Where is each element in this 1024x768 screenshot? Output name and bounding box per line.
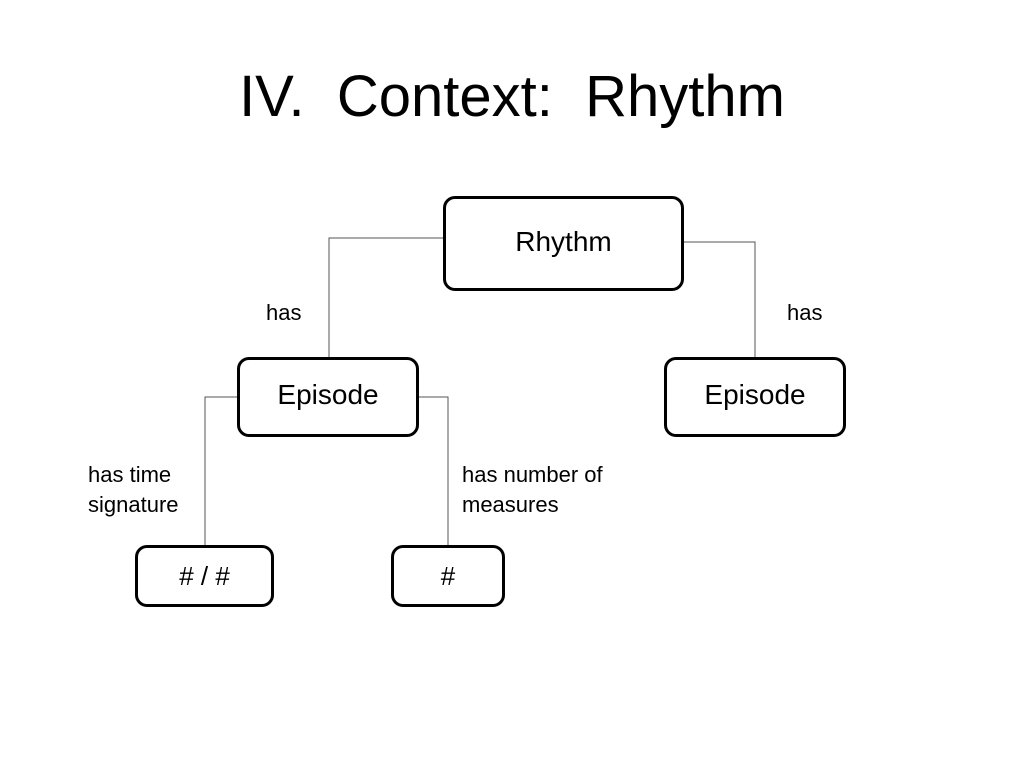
edge-label-has-left: has xyxy=(266,300,302,325)
node-time-signature-value: # / # xyxy=(135,545,274,607)
node-rhythm: Rhythm xyxy=(443,196,684,291)
node-episode-left: Episode xyxy=(237,357,419,437)
connector-episode-to-time-signature xyxy=(204,396,237,545)
edge-label-line: has time xyxy=(88,462,172,487)
edge-label-line: signature xyxy=(88,492,179,517)
edge-label-line: measures xyxy=(462,492,559,517)
node-episode-right: Episode xyxy=(664,357,846,437)
node-measures-value: # xyxy=(391,545,505,607)
edge-label-line: has number of xyxy=(462,462,603,487)
connector-episode-to-measures xyxy=(419,396,449,545)
edge-label-has-number-of-measures: has number of measures xyxy=(462,460,603,520)
connector-rhythm-to-episode-right xyxy=(684,241,756,357)
edge-label-has-time-signature: has time signature xyxy=(88,460,179,520)
edge-label-has-right: has xyxy=(787,300,823,325)
connector-rhythm-to-episode-left xyxy=(328,237,443,357)
slide-title: IV. Context: Rhythm xyxy=(239,64,785,129)
